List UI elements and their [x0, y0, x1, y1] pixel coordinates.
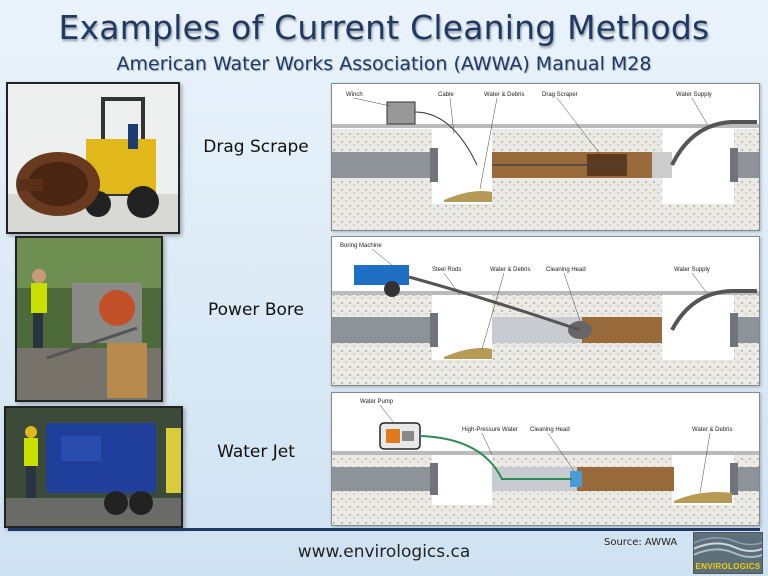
power-bore-photo [15, 236, 163, 402]
drag-scrape-diagram: Winch Cable Water & Debris Drag Scraper … [331, 83, 760, 231]
slide-title: Examples of Current Cleaning Methods [58, 8, 710, 47]
water-jet-diagram: Water Pump High-Pressure Water Cleaning … [331, 392, 760, 526]
logo-text: ENVIROLOGICS [695, 562, 761, 571]
label-high-pressure-water: High-Pressure Water [462, 427, 518, 433]
label-cable: Cable [438, 92, 454, 98]
envirologics-logo: ENVIROLOGICS [693, 532, 763, 574]
label-water-pump: Water Pump [360, 399, 394, 405]
footer-divider [8, 528, 760, 531]
label-drag-scraper: Drag Scraper [542, 92, 578, 98]
label-water-supply: Water Supply [674, 267, 710, 273]
source-note: Source: AWWA [604, 537, 678, 548]
water-jet-photo [4, 406, 183, 528]
label-cleaning-head: Cleaning Head [546, 267, 586, 273]
drag-scrape-photo [6, 82, 180, 234]
label-cleaning-head: Cleaning Head [530, 427, 570, 433]
label-steel-rods: Steel Rods [432, 267, 461, 273]
label-water-supply: Water Supply [676, 92, 712, 98]
label-boring-machine: Boring Machine [340, 243, 382, 249]
method-label-power-bore: Power Bore [208, 300, 304, 320]
website-url: www.envirologics.ca [297, 542, 471, 562]
label-water-debris: Water & Debris [490, 267, 530, 273]
slide-subtitle: American Water Works Association (AWWA) … [116, 53, 652, 75]
label-water-debris: Water & Debris [692, 427, 732, 433]
label-winch: Winch [346, 92, 363, 98]
method-label-water-jet: Water Jet [217, 442, 295, 462]
label-water-debris: Water & Debris [484, 92, 524, 98]
method-label-drag-scrape: Drag Scrape [203, 137, 309, 157]
power-bore-diagram: Boring Machine Steel Rods Water & Debris… [331, 236, 760, 386]
